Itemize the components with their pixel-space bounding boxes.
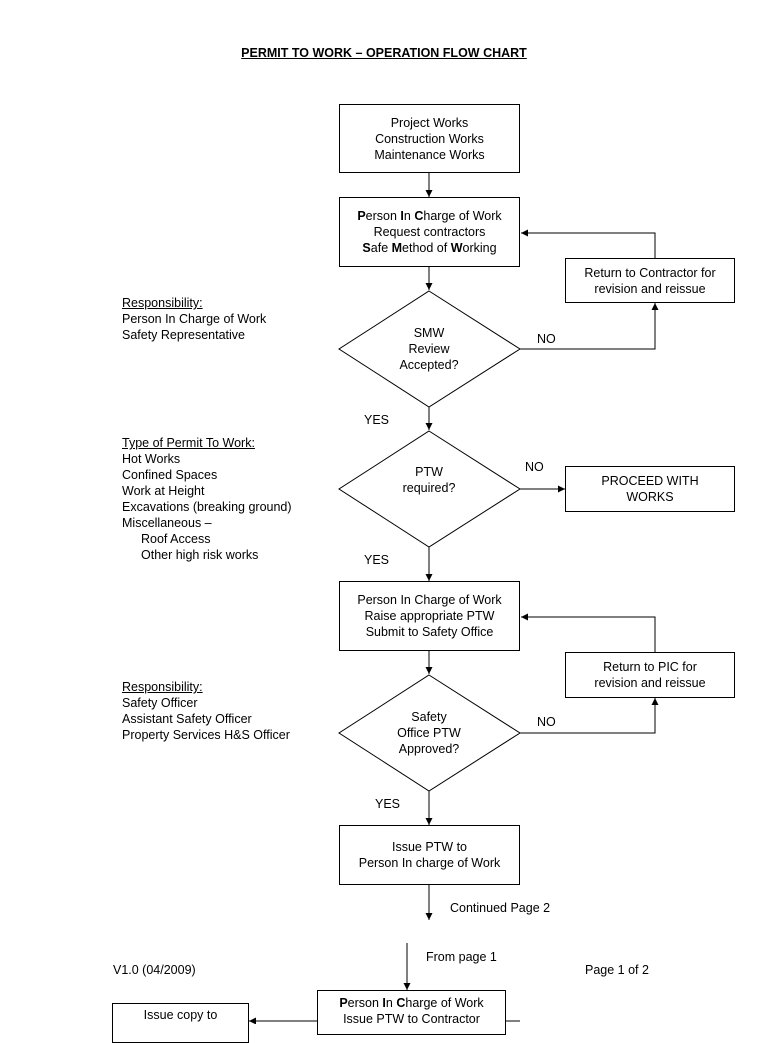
decision-ptw-text: PTW required?: [402, 465, 456, 495]
decision-safety-text: Safety Office PTW Approved?: [397, 710, 461, 756]
page-title: PERMIT TO WORK – OPERATION FLOW CHART: [241, 46, 527, 60]
edge-label-yes-ptw: YES: [364, 553, 390, 567]
rich-line: Person In Charge of Work: [357, 209, 502, 223]
node-return-contractor: Return to Contractor for revision and re…: [565, 258, 735, 303]
arrow-safety-no: [520, 698, 659, 734]
decision-smw-text: SMW Review Accepted?: [399, 326, 459, 372]
rich-line: Person In Charge of Work: [339, 996, 484, 1010]
edge-label-no-ptw: NO: [525, 460, 544, 474]
page-number: Page 1 of 2: [585, 963, 649, 977]
side-note-permit-types: Type of Permit To Work: Hot Works Confin…: [122, 436, 292, 562]
decision-safety-diamond: [338, 674, 521, 792]
edge-label-no-smw: NO: [537, 332, 556, 346]
decision-ptw-diamond: [338, 430, 521, 548]
side-note-responsibility-2: Responsibility: Safety Officer Assistant…: [122, 680, 290, 742]
node-issue-ptw: Issue PTW to Person In charge of Work: [339, 825, 520, 885]
node-project-works: Project Works Construction Works Mainten…: [339, 104, 520, 173]
arrow-smw-no: [520, 303, 659, 350]
rich-line: Safe Method of Working: [362, 241, 497, 255]
node-pic-request-smw: Person In Charge of Work Request contrac…: [339, 197, 520, 267]
node-issue-copy: Issue copy to: [112, 1003, 249, 1043]
node-pic-issue-contractor: Person In Charge of Work Issue PTW to Co…: [317, 990, 506, 1035]
arrow-returnpic-to-raise: [521, 613, 656, 652]
node-return-pic: Return to PIC for revision and reissue: [565, 652, 735, 698]
from-page-label: From page 1: [426, 950, 497, 964]
arrow-return-to-request: [521, 229, 656, 258]
edge-label-yes-smw: YES: [364, 413, 390, 427]
version-label: V1.0 (04/2009): [113, 963, 196, 977]
edge-label-no-safety: NO: [537, 715, 556, 729]
decision-smw-diamond: [338, 290, 521, 408]
node-proceed-works: PROCEED WITH WORKS: [565, 466, 735, 512]
node-pic-raise-ptw: Person In Charge of Work Raise appropria…: [339, 581, 520, 651]
edge-label-yes-safety: YES: [375, 797, 401, 811]
side-note-responsibility-1: Responsibility: Person In Charge of Work…: [122, 296, 267, 342]
continued-label: Continued Page 2: [450, 901, 551, 915]
